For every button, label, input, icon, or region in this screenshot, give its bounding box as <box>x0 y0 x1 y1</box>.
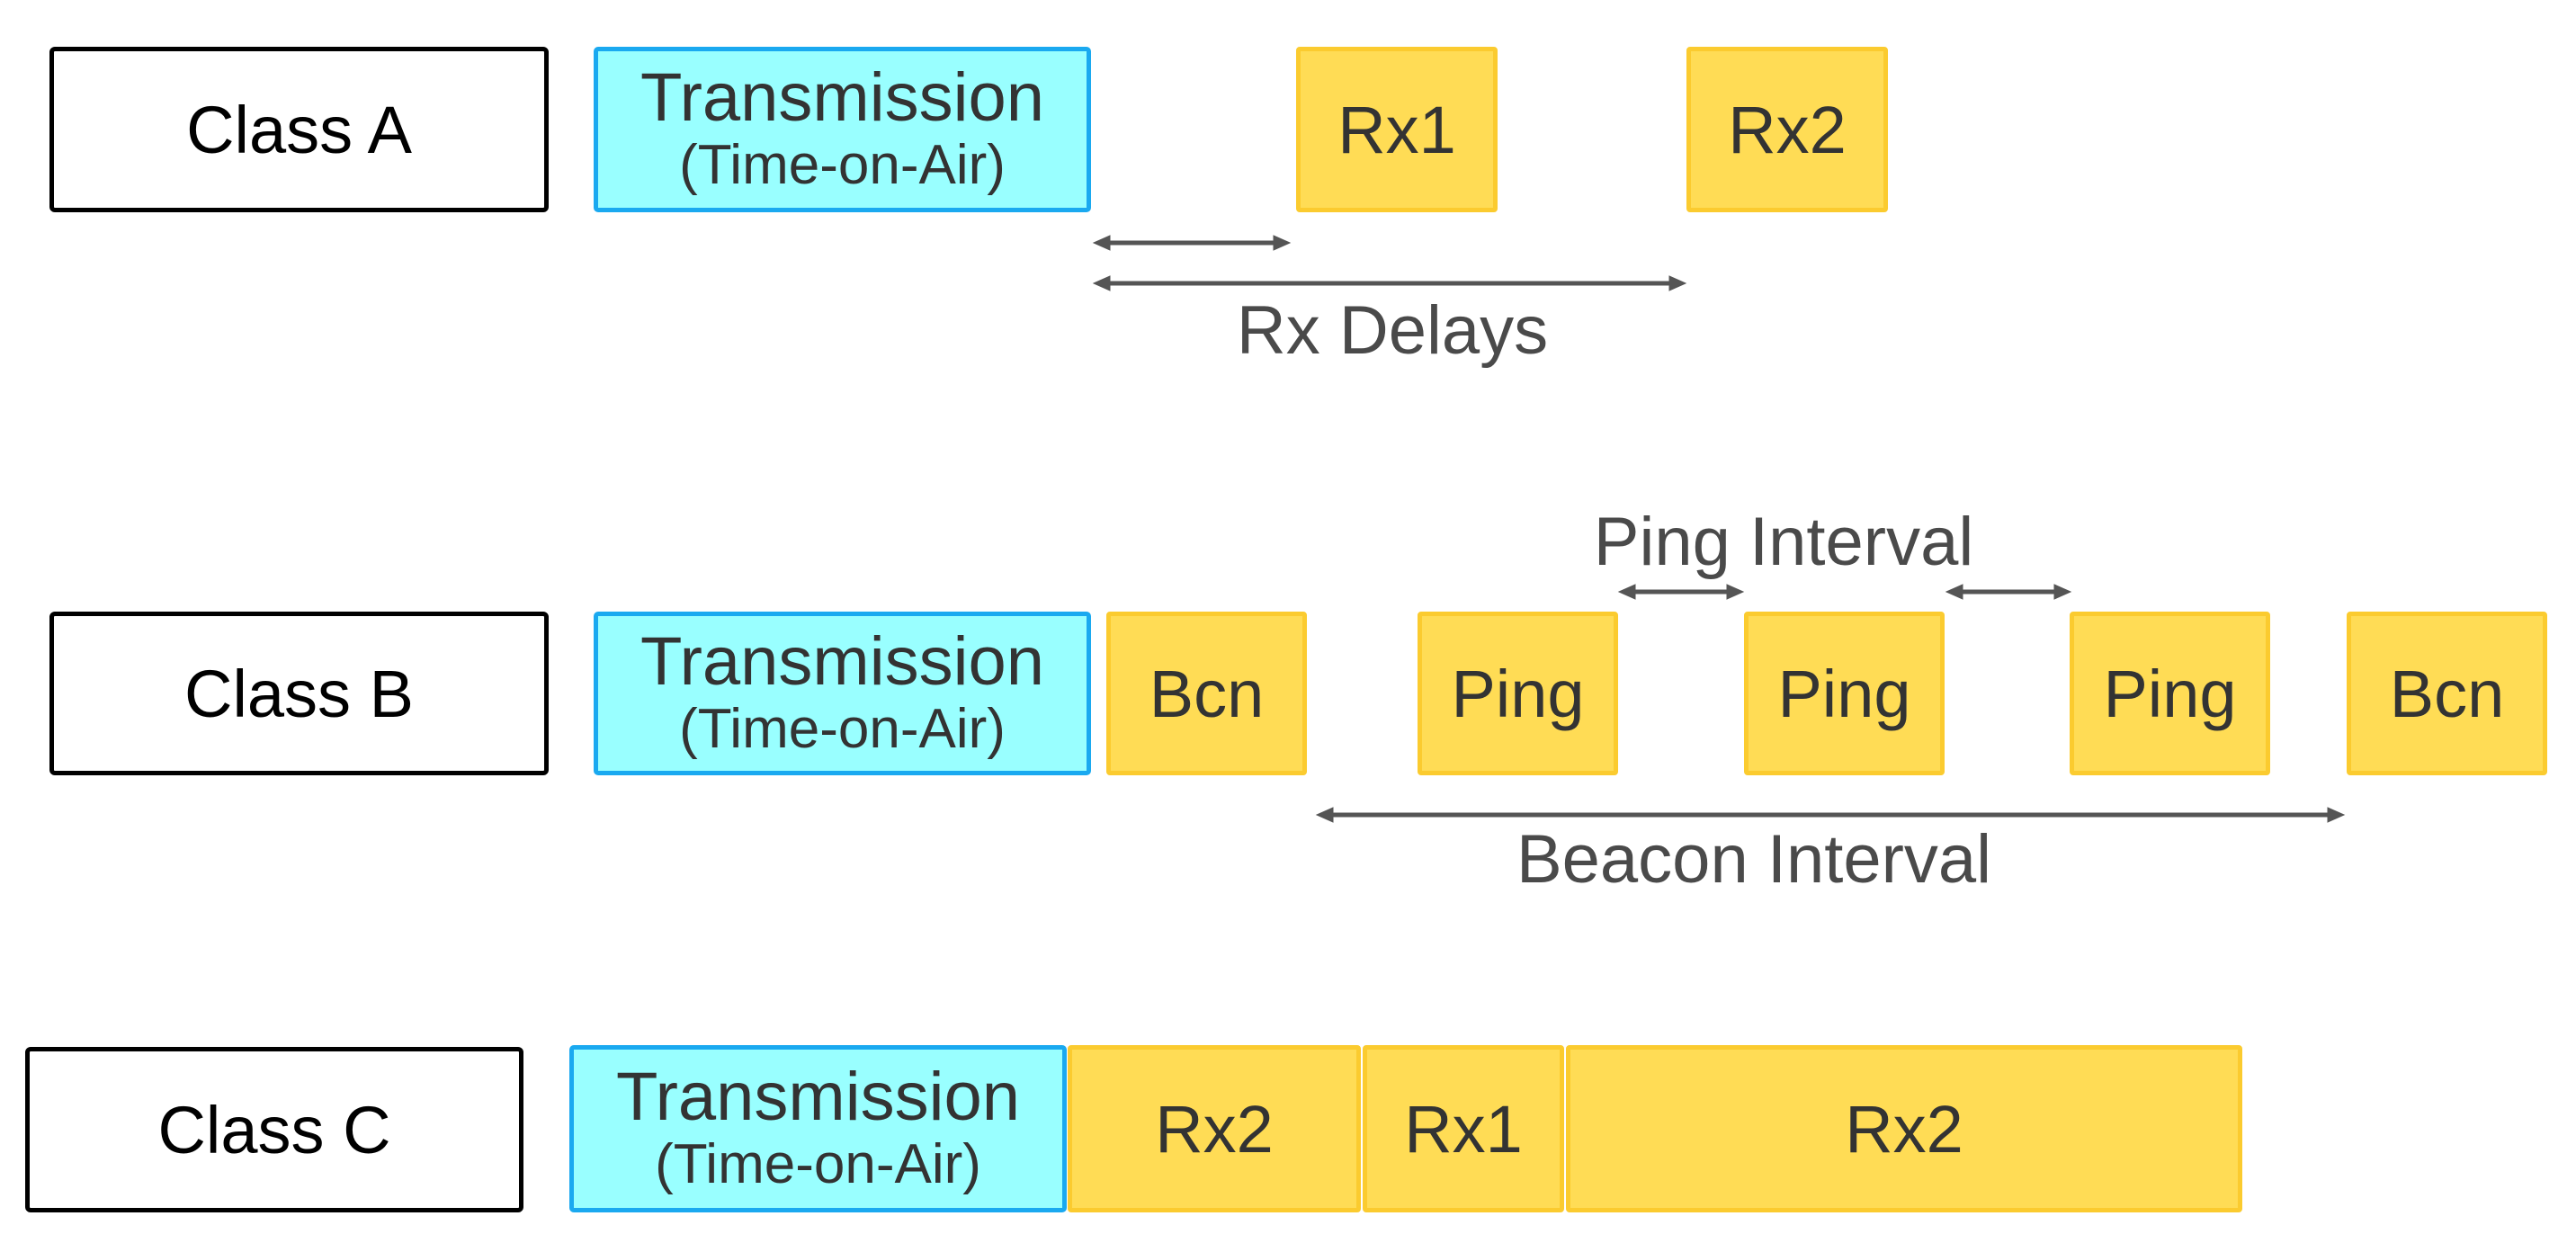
class-b-ping-box-2: Ping <box>1744 612 1945 775</box>
class-a-rx1-box: Rx1 <box>1296 47 1498 212</box>
class-b-transmission-box: Transmission (Time-on-Air) <box>594 612 1091 775</box>
class-a-rx2-box: Rx2 <box>1686 47 1888 212</box>
class-b-label-box: Class B <box>49 612 549 775</box>
class-c-transmission-box: Transmission (Time-on-Air) <box>569 1045 1067 1212</box>
class-b-ping-box-1: Ping <box>1418 612 1618 775</box>
class-c-label-box: Class C <box>25 1047 523 1212</box>
class-c-rx2-box-2: Rx2 <box>1566 1045 2242 1212</box>
ping-interval-arrow-1 <box>1617 584 1745 600</box>
class-c-rx1-label: Rx1 <box>1404 1091 1523 1167</box>
class-c-rx1-box: Rx1 <box>1363 1045 1564 1212</box>
class-c-rx2-box-1: Rx2 <box>1068 1045 1361 1212</box>
class-c-transmission-title: Transmission <box>615 1059 1021 1135</box>
class-c-label: Class C <box>157 1092 391 1167</box>
class-b-beacon-start-label: Bcn <box>1149 656 1265 731</box>
class-c-transmission-subtitle: (Time-on-Air) <box>655 1133 981 1195</box>
class-c-rx2-label-2: Rx2 <box>1845 1091 1963 1167</box>
class-b-ping-label-1: Ping <box>1451 656 1585 731</box>
class-a-rx2-label: Rx2 <box>1728 92 1847 167</box>
class-a-transmission-title: Transmission <box>640 59 1045 136</box>
class-b-ping-label-2: Ping <box>1777 656 1911 731</box>
ping-interval-label: Ping Interval <box>1593 504 1974 580</box>
class-a-rx1-label: Rx1 <box>1337 92 1456 167</box>
ping-interval-arrow-2 <box>1945 584 2072 600</box>
class-b-label: Class B <box>184 656 414 731</box>
class-b-transmission-subtitle: (Time-on-Air) <box>679 698 1006 760</box>
rx2-delay-arrow <box>1092 275 1687 291</box>
rx-delays-label: Rx Delays <box>1236 292 1549 369</box>
beacon-interval-arrow <box>1315 807 2346 823</box>
class-a-label-box: Class A <box>49 47 549 212</box>
class-b-ping-box-3: Ping <box>2070 612 2270 775</box>
class-a-transmission-box: Transmission (Time-on-Air) <box>594 47 1091 212</box>
class-b-ping-label-3: Ping <box>2103 656 2237 731</box>
class-b-transmission-title: Transmission <box>640 623 1045 700</box>
class-b-beacon-end-label: Bcn <box>2389 656 2505 731</box>
class-b-beacon-start-box: Bcn <box>1106 612 1307 775</box>
rx1-delay-arrow <box>1092 235 1292 251</box>
class-a-transmission-subtitle: (Time-on-Air) <box>679 134 1006 196</box>
class-a-label: Class A <box>186 92 412 167</box>
class-b-beacon-end-box: Bcn <box>2347 612 2547 775</box>
class-c-rx2-label-1: Rx2 <box>1155 1091 1274 1167</box>
beacon-interval-label: Beacon Interval <box>1516 821 1992 898</box>
